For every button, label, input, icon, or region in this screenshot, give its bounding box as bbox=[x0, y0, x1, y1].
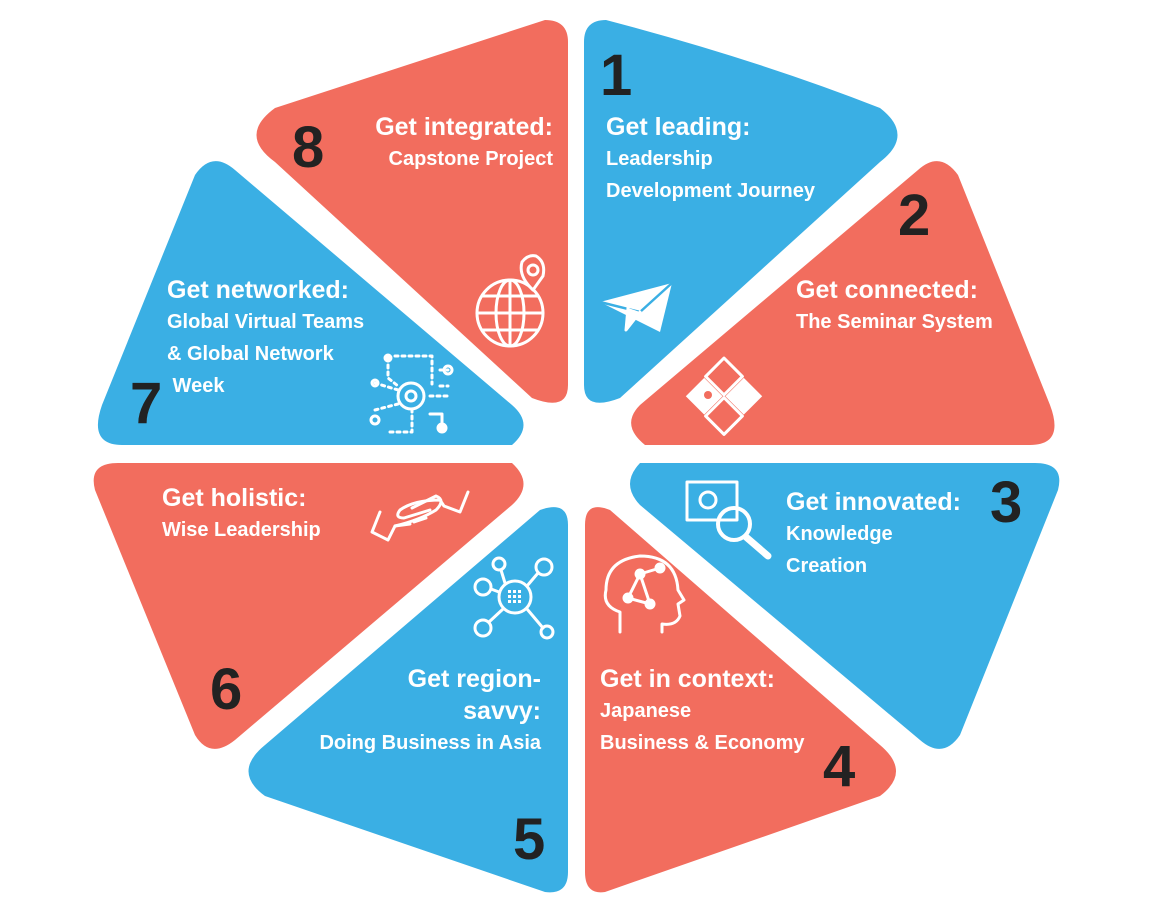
segment-5-shape bbox=[248, 507, 568, 893]
segment-4-line-1: Japanese bbox=[600, 700, 692, 722]
segment-7-line-1: Global Virtual Teams bbox=[167, 311, 365, 333]
segment-7-text: Get networked: Global Virtual Teams & Gl… bbox=[167, 274, 364, 402]
segment-2-heading: Get connected: bbox=[796, 276, 978, 304]
segment-3-heading: Get innovated: bbox=[786, 488, 962, 516]
segment-2-text: Get connected: The Seminar System bbox=[796, 274, 993, 338]
segment-6-line-1: Wise Leadership bbox=[162, 519, 321, 541]
segment-2-line-1: The Seminar System bbox=[796, 311, 993, 333]
segment-4-heading: Get in context: bbox=[600, 665, 776, 693]
puzzle-icon bbox=[685, 356, 763, 436]
segment-5-number: 5 bbox=[513, 807, 546, 872]
segment-1-text: Get leading: Leadership Development Jour… bbox=[606, 111, 815, 207]
handshake-icon bbox=[370, 490, 470, 542]
brain-head-icon bbox=[603, 554, 686, 634]
segment-7-number: 7 bbox=[130, 371, 163, 436]
segment-6-text: Get holistic: Wise Leadership bbox=[162, 482, 321, 546]
segment-3-shape bbox=[630, 463, 1060, 749]
segment-3-number: 3 bbox=[990, 470, 1023, 535]
segment-4-number: 4 bbox=[823, 734, 856, 799]
segment-1-line-1: Leadership bbox=[606, 148, 713, 170]
segment-4-shape bbox=[585, 507, 896, 893]
segment-5-heading: Get region- bbox=[407, 665, 541, 693]
segment-8-heading: Get integrated: bbox=[375, 113, 553, 141]
segment-7-line-3: Week bbox=[167, 375, 225, 397]
segment-2-shape bbox=[631, 161, 1055, 445]
segment-5-text: Get region- savvy: Doing Business in Asi… bbox=[300, 663, 541, 759]
segment-3-line-1: Knowledge bbox=[786, 523, 893, 545]
segment-4-text: Get in context: Japanese Business & Econ… bbox=[600, 663, 805, 759]
globe-pin-icon bbox=[475, 254, 546, 348]
segment-6-heading: Get holistic: bbox=[162, 484, 307, 512]
segment-1-heading: Get leading: bbox=[606, 113, 751, 141]
segment-8-number: 8 bbox=[292, 115, 325, 180]
segment-5-line-1: Doing Business in Asia bbox=[319, 732, 541, 754]
segment-7-shape bbox=[97, 161, 524, 445]
segment-1-line-2: Development Journey bbox=[606, 180, 815, 202]
segment-6-number: 6 bbox=[210, 657, 243, 722]
segment-4-line-2: Business & Economy bbox=[600, 732, 805, 754]
segment-3-text: Get innovated: Knowledge Creation bbox=[786, 486, 961, 582]
magnifier-icon bbox=[685, 480, 772, 560]
segment-5-heading-2: savvy: bbox=[463, 697, 541, 725]
segment-7-heading: Get networked: bbox=[167, 276, 349, 304]
segment-8-shape bbox=[256, 20, 568, 403]
segment-1-number: 1 bbox=[600, 43, 633, 108]
segment-8-line-1: Capstone Project bbox=[388, 148, 553, 170]
paper-plane-icon bbox=[598, 281, 674, 332]
segment-6-shape bbox=[93, 463, 524, 749]
circuit-target-icon bbox=[369, 353, 454, 434]
segment-3-line-2: Creation bbox=[786, 555, 868, 577]
segment-8-text: Get integrated: Capstone Project bbox=[300, 111, 553, 175]
network-node-icon bbox=[473, 556, 555, 640]
segment-2-number: 2 bbox=[898, 183, 931, 248]
segment-7-line-2: & Global Network bbox=[167, 343, 334, 365]
